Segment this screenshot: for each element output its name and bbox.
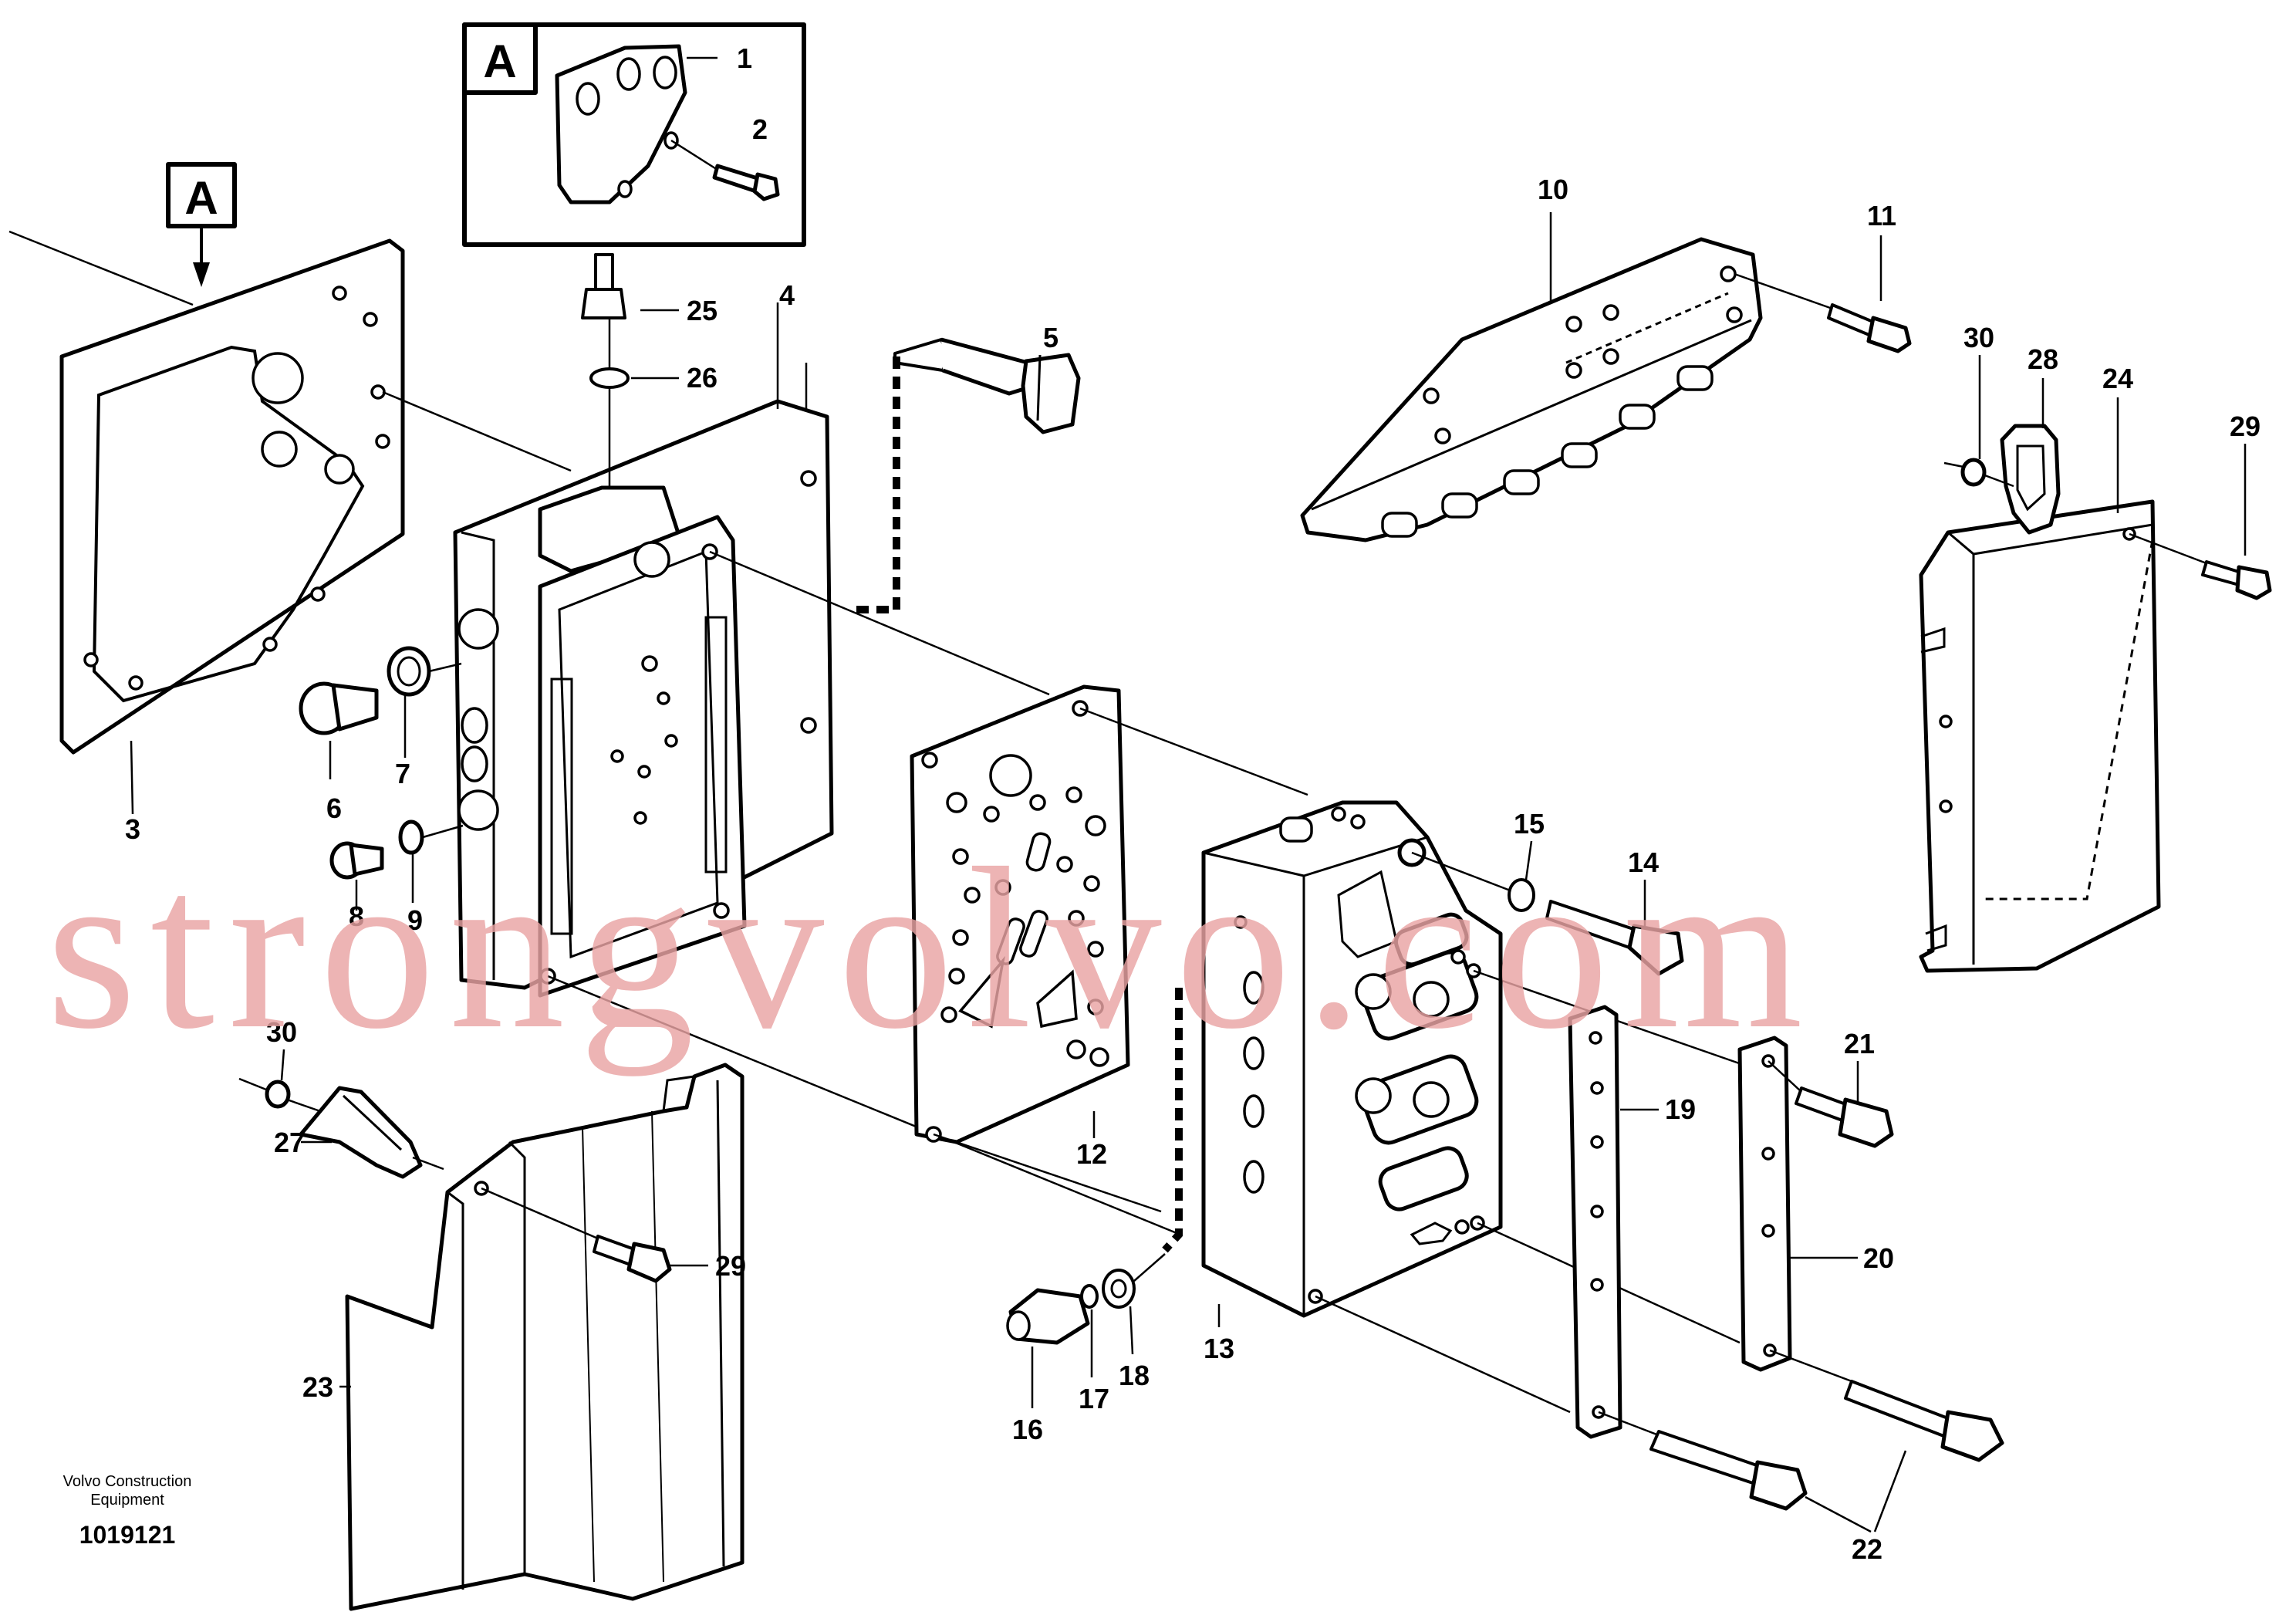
- detail-view-a: A: [462, 22, 806, 247]
- gasket-3: [8, 230, 572, 815]
- washer-26: [589, 367, 679, 389]
- bolt-21: [1768, 1060, 1894, 1148]
- callout-22: 22: [1852, 1533, 1882, 1565]
- document-number: 1019121: [79, 1521, 176, 1549]
- callout-17: 17: [1079, 1383, 1109, 1414]
- callout-24: 24: [2102, 363, 2133, 394]
- callout-19: 19: [1665, 1093, 1696, 1125]
- callout-15: 15: [1514, 808, 1545, 840]
- callout-21: 21: [1844, 1028, 1875, 1059]
- cover-24: [1919, 397, 2207, 973]
- plug-6: [299, 681, 379, 779]
- callout-11: 11: [1867, 200, 1896, 231]
- credit-line-1: Volvo Construction: [63, 1473, 192, 1490]
- credit-line-2: Equipment: [90, 1492, 164, 1509]
- callout-25: 25: [687, 295, 718, 326]
- clip-28: [2000, 378, 2061, 535]
- callout-30-bottom: 30: [266, 1016, 297, 1048]
- callout-18: 18: [1119, 1360, 1150, 1391]
- callout-2: 2: [752, 113, 768, 145]
- fitting-25: [581, 253, 679, 486]
- callout-16: 16: [1012, 1414, 1043, 1445]
- callout-30-top: 30: [1963, 322, 1994, 353]
- bolt-29b: [593, 1235, 708, 1283]
- callout-5: 5: [1043, 322, 1059, 353]
- washer-18: [1102, 1253, 1166, 1355]
- fitting-16: [1006, 1288, 1090, 1408]
- callout-29-top: 29: [2230, 411, 2261, 442]
- bracket-plate-10: [1300, 212, 1763, 542]
- plug-8: [329, 841, 384, 911]
- callout-23: 23: [302, 1371, 333, 1403]
- callout-7: 7: [395, 758, 410, 789]
- bolt-14: [1545, 880, 1684, 976]
- callout-14: 14: [1628, 846, 1659, 878]
- callout-28: 28: [2028, 343, 2058, 375]
- clip-27: [299, 1086, 444, 1179]
- separator-plate-12: [910, 684, 1308, 1213]
- seal-9: [398, 819, 464, 903]
- bolt-22b: [1844, 1380, 2004, 1462]
- callout-27: 27: [274, 1127, 305, 1158]
- callout-3: 3: [125, 813, 140, 845]
- cover-23: [339, 1063, 745, 1611]
- strip-20: [1737, 1036, 1858, 1383]
- seal-17: [1080, 1284, 1099, 1377]
- washer-30a: [1943, 355, 2014, 488]
- valve-block-13: [1201, 800, 1744, 1414]
- bolt-11: [1734, 235, 1912, 353]
- callout-13: 13: [1204, 1333, 1234, 1364]
- bolt-29a: [2201, 444, 2272, 600]
- callout-6: 6: [326, 792, 342, 824]
- callout-8: 8: [349, 901, 364, 932]
- callout-12: 12: [1076, 1138, 1107, 1170]
- bolt-5: [856, 337, 1081, 613]
- marker-a-letter: A: [184, 172, 218, 224]
- valve-housing-4: [453, 302, 1181, 1236]
- bolt-2: [752, 172, 780, 201]
- seal-15: [1508, 840, 1535, 912]
- callout-20: 20: [1863, 1242, 1894, 1274]
- washer-30b: [238, 1049, 321, 1113]
- watermark-text: strongvolvo.com: [46, 820, 1817, 1077]
- view-a-marker: A: [166, 162, 237, 287]
- callout-9: 9: [407, 904, 423, 936]
- callout-26: 26: [687, 362, 718, 394]
- callout-4: 4: [779, 279, 795, 311]
- strip-19: [1568, 1005, 1660, 1439]
- bolt-22a: [1649, 1430, 1808, 1511]
- detail-a-letter: A: [483, 35, 516, 87]
- callout-1: 1: [737, 42, 752, 74]
- callout-10: 10: [1538, 174, 1568, 205]
- callout-29-bottom: 29: [715, 1250, 746, 1282]
- seal-7: [387, 646, 462, 758]
